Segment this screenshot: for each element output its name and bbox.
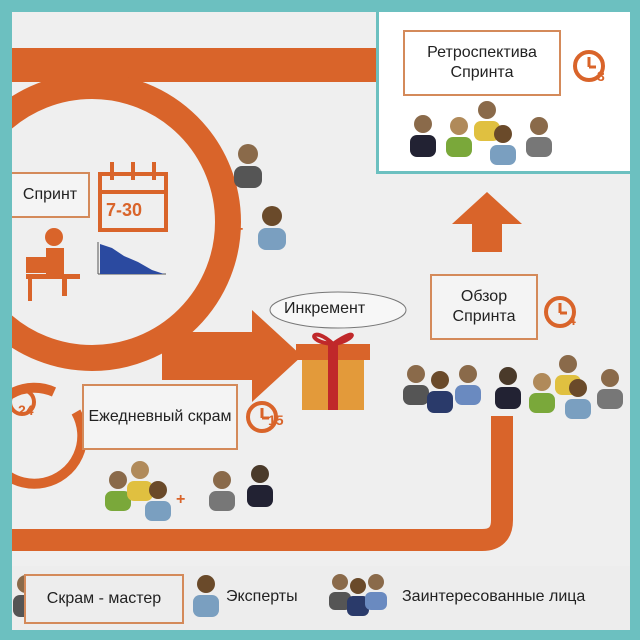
plus-icon-daily: + xyxy=(176,491,185,508)
legend-stakeholders-icon xyxy=(329,574,387,616)
review-timer: 4 xyxy=(568,312,576,328)
legend-scrum-master-box: Скрам - мастер xyxy=(24,574,184,624)
review-label: Обзор Спринта xyxy=(452,288,516,325)
burndown-chart-icon xyxy=(97,242,166,275)
increment-cloud xyxy=(269,291,407,329)
legend-experts-icon xyxy=(193,575,219,617)
retrospective-team-icon xyxy=(410,101,552,165)
retrospective-label-box: Ретроспектива Спринта xyxy=(403,30,561,96)
gift-icon xyxy=(296,332,370,410)
developer-icon xyxy=(26,228,80,301)
legend-scrum-master-label: Скрам - мастер xyxy=(46,590,162,607)
sprint-cycle-ring xyxy=(12,73,241,371)
sprint-label: Спринт xyxy=(22,186,78,203)
plus-icon-sprint: + xyxy=(234,221,243,238)
review-timer-clock-icon xyxy=(544,296,576,328)
scrum-master-person-icon xyxy=(234,144,262,188)
legend: Скрам - мастер Эксперты Заинтересованные… xyxy=(12,566,630,630)
retrospective-timer: 3 xyxy=(597,68,605,84)
developers-group-icon xyxy=(105,461,273,521)
cycle-clock-icon xyxy=(12,388,36,416)
daily-scrum-timer: 15 xyxy=(268,412,284,428)
daily-cycle-label: 24 xyxy=(18,402,34,418)
legend-stakeholders-label: Заинтересованные лица xyxy=(402,588,586,605)
legend-experts-label: Эксперты xyxy=(226,588,298,605)
daily-scrum-label-box: Ежедневный скрам xyxy=(82,384,238,450)
retrospective-label: Ретроспектива Спринта xyxy=(427,44,537,81)
expert-person-icon xyxy=(258,206,286,250)
diagram-graphics: + + xyxy=(12,48,623,551)
daily-timer-clock-icon xyxy=(246,401,278,433)
arrow-to-retrospective xyxy=(452,192,522,252)
retrospective-panel: Ретроспектива Спринта 3 xyxy=(376,12,630,174)
arrow-to-increment xyxy=(162,310,302,402)
sprint-duration: 7-30 xyxy=(106,200,143,220)
calendar-icon xyxy=(98,162,168,232)
daily-scrum-label: Ежедневный скрам xyxy=(88,408,232,425)
bottom-flow-band xyxy=(12,416,513,551)
sprint-label-box: Спринт xyxy=(12,172,90,218)
stakeholders-group-icon xyxy=(403,355,623,419)
review-label-box: Обзор Спринта xyxy=(430,274,538,340)
increment-label: Инкремент xyxy=(284,300,366,317)
